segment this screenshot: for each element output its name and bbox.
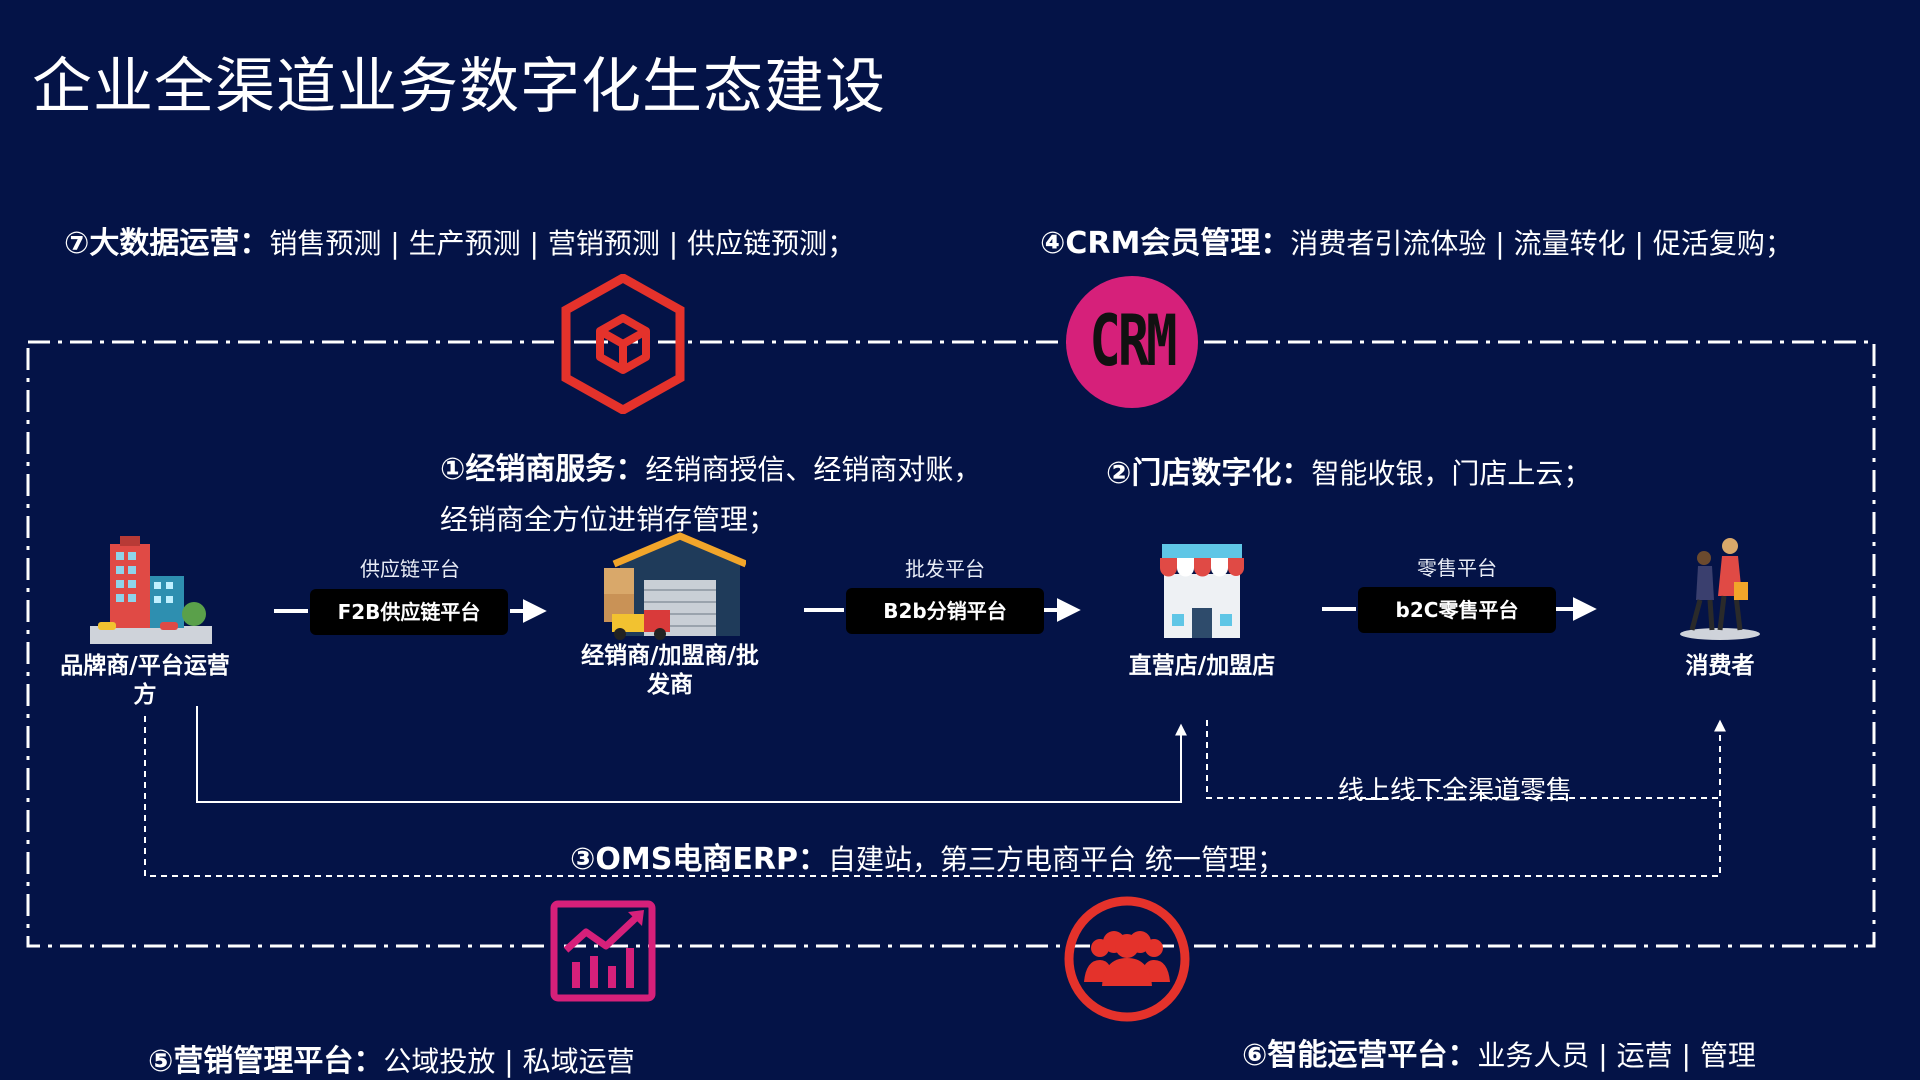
feature-big-data: ⑦大数据运营：销售预测 | 生产预测 | 营销预测 | 供应链预测； (64, 218, 855, 262)
feature-distributor-title: ①经销商服务： (440, 452, 646, 487)
brand-building-icon (90, 536, 212, 644)
feature-crm: ④CRM会员管理：消费者引流体验 | 流量转化 | 促活复购； (1040, 218, 1793, 262)
ecosystem-boundary-frame (26, 340, 1876, 948)
feature-marketing-title: ⑤营销管理平台： (148, 1044, 384, 1079)
page-title: 企业全渠道业务数字化生态建设 (32, 52, 886, 122)
feature-smart-ops-title: ⑥智能运营平台： (1242, 1038, 1478, 1073)
distributor-warehouse-icon (604, 532, 746, 640)
link-retail-caption: 零售平台 (1417, 556, 1497, 580)
store-shop-icon (1160, 544, 1244, 638)
feature-marketing-desc: 公域投放 | 私域运营 (383, 1045, 635, 1078)
feature-big-data-desc: 销售预测 | 生产预测 | 营销预测 | 供应链预测； (269, 227, 856, 260)
b2b-platform-pill: B2b分销平台 (846, 588, 1044, 634)
feature-store-desc: 智能收银，门店上云； (1311, 457, 1592, 490)
f2b-platform-pill: F2B供应链平台 (310, 589, 508, 635)
node-consumer-label: 消费者 (1685, 653, 1755, 679)
big-data-hexagon-icon (561, 274, 685, 414)
b2c-platform-pill: b2C零售平台 (1358, 587, 1556, 633)
feature-oms: ③OMS电商ERP：自建站，第三方电商平台 统一管理； (570, 834, 1285, 878)
feature-oms-desc: 自建站，第三方电商平台 统一管理； (827, 843, 1285, 876)
node-distributor-label: 经销商/加盟商/批发商 (581, 643, 759, 698)
link-wholesale-caption: 批发平台 (905, 557, 985, 581)
feature-big-data-title: ⑦大数据运营： (64, 226, 270, 261)
link-supply-chain-caption: 供应链平台 (360, 557, 460, 581)
marketing-chart-icon (550, 900, 656, 1002)
feature-smart-ops-desc: 业务人员 | 运营 | 管理 (1477, 1039, 1756, 1072)
feature-smart-ops: ⑥智能运营平台：业务人员 | 运营 | 管理 (1242, 1030, 1756, 1074)
feature-crm-desc: 消费者引流体验 | 流量转化 | 促活复购； (1290, 227, 1793, 260)
feature-distributor-desc-line2: 经销商全方位进销存管理； (440, 503, 777, 536)
brand-to-store-connector (196, 706, 1187, 803)
feature-distributor-desc: 经销商授信、经销商对账， (645, 453, 982, 486)
node-store-label: 直营店/加盟店 (1128, 653, 1276, 679)
feature-distributor-service: ①经销商服务：经销商授信、经销商对账， (440, 444, 981, 488)
feature-oms-title: ③OMS电商ERP： (570, 842, 828, 877)
feature-marketing: ⑤营销管理平台：公域投放 | 私域运营 (148, 1036, 635, 1080)
omni-channel-label: 线上线下全渠道零售 (1338, 776, 1573, 806)
feature-store-title: ②门店数字化： (1106, 456, 1312, 491)
team-operations-icon (1064, 896, 1190, 1022)
feature-crm-title: ④CRM会员管理： (1040, 226, 1291, 261)
crm-badge-icon: CRM (1066, 276, 1198, 408)
omni-channel-connector (1206, 720, 1720, 799)
node-brand-label: 品牌商/平台运营方 (60, 653, 230, 708)
feature-store-digital: ②门店数字化：智能收银，门店上云； (1106, 448, 1591, 492)
consumer-shoppers-icon (1680, 538, 1760, 640)
crm-badge-text: CRM (1089, 301, 1178, 383)
oms-connector (144, 716, 1726, 877)
